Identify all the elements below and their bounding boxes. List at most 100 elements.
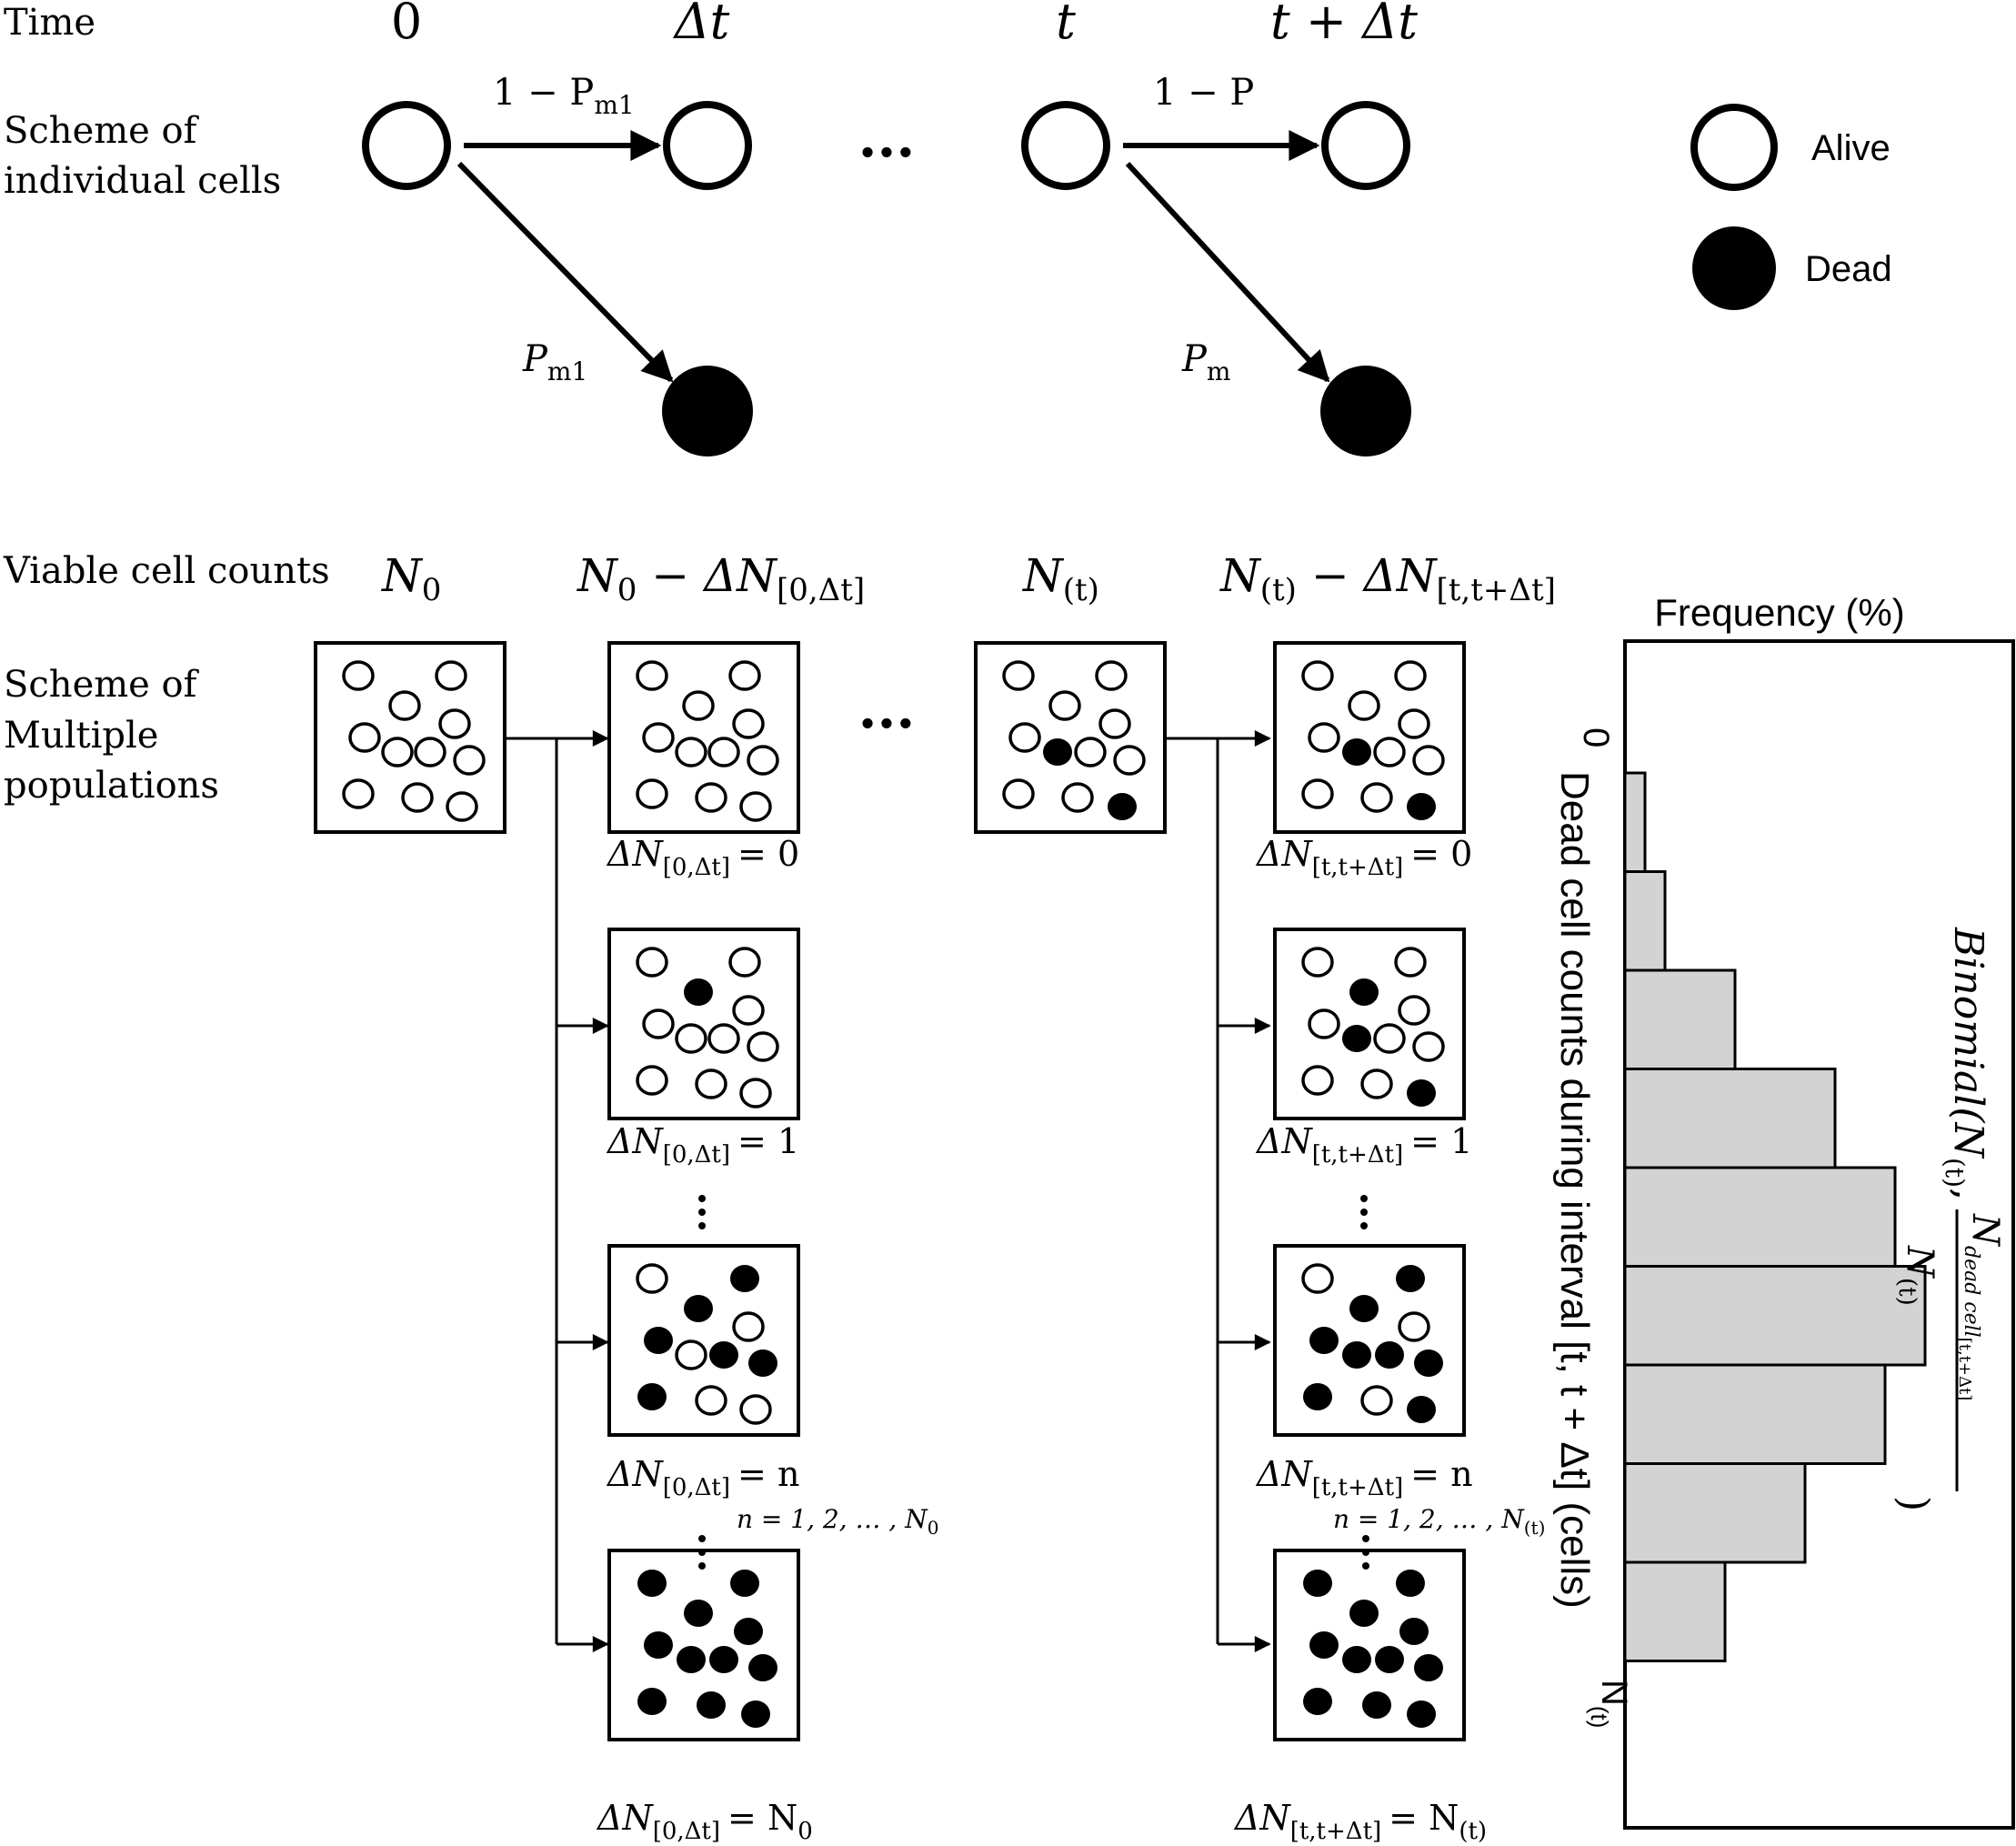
dead-cell <box>644 1631 673 1659</box>
alive-cell <box>1008 722 1041 753</box>
alive-cell <box>1098 708 1131 739</box>
alive-cell <box>1301 1263 1334 1294</box>
alive-cell <box>1398 708 1430 739</box>
dead-cell <box>677 1646 706 1673</box>
dead-cell <box>697 1691 726 1719</box>
dead-cell <box>1342 1025 1371 1052</box>
legend-dead-label: Dead <box>1805 249 1892 289</box>
svg-text:N(t): N(t) <box>1893 1245 1941 1306</box>
alive-cell <box>446 791 478 822</box>
alive-cell <box>636 778 668 809</box>
count-nt-minus-dn: N(t) − ΔN[t,t+Δt] <box>1219 549 1556 608</box>
histogram-bar <box>1623 1560 1727 1662</box>
alive-cell <box>1360 1385 1393 1416</box>
dead-cell <box>684 1600 713 1627</box>
alive-cell-t <box>1021 101 1110 190</box>
dead-cell <box>1375 1646 1404 1673</box>
caption-right-1: ΔN[t,t+Δt]= 1 <box>1255 1121 1472 1169</box>
alive-cell-t0 <box>362 101 451 190</box>
alive-cell-t-plus-dt <box>1321 101 1410 190</box>
dead-cell <box>1303 1688 1332 1715</box>
dead-cell <box>1342 1341 1371 1369</box>
caption-left-n-note: n = 1, 2, … , N0 <box>737 1504 938 1539</box>
histogram-bar <box>1623 1363 1887 1465</box>
alive-cell <box>636 660 668 691</box>
time-point-t-plus-dt: t + Δt <box>1270 0 1418 50</box>
binomial-formula: Binomial(N(t), Ndead cell[t,t+Δt] N(t) ) <box>1891 927 2006 1511</box>
alive-cell <box>381 737 414 767</box>
svg-text:Binomial(N(t),: Binomial(N(t), <box>1940 927 1991 1200</box>
alive-cell <box>695 1385 727 1416</box>
caption-right-n-note: n = 1, 2, … , N(t) <box>1333 1504 1545 1539</box>
dead-cell <box>1407 1079 1436 1107</box>
vertical-dots-right <box>1360 1195 1369 1570</box>
histogram-bar <box>1623 1068 1837 1169</box>
histogram-title: Frequency (%) <box>1654 591 1904 634</box>
alive-cell <box>747 1031 779 1062</box>
alive-cell <box>401 782 434 813</box>
population-boxes <box>314 641 1466 1741</box>
alive-cell <box>1412 745 1445 776</box>
dead-cell <box>1342 738 1371 766</box>
dead-cell <box>1407 793 1436 820</box>
dead-cell <box>1342 1646 1371 1673</box>
alive-cell <box>1301 778 1334 809</box>
alive-cell <box>388 690 421 721</box>
alive-cell <box>1074 737 1107 767</box>
label-survive-1: 1 − Pm1 <box>493 72 635 120</box>
dead-cell <box>1414 1349 1443 1377</box>
caption-right-n: ΔN[t,t+Δt]= n <box>1255 1454 1473 1501</box>
caption-left-n: ΔN[0,Δt]= n <box>606 1454 799 1501</box>
dead-cell <box>1396 1265 1425 1292</box>
label-die-1: Pm1 <box>522 338 587 386</box>
alive-cell <box>1373 737 1406 767</box>
alive-cell <box>728 947 761 978</box>
label-scheme-cells-1: Scheme of <box>4 110 200 152</box>
time-point-0: 0 <box>391 0 422 50</box>
svg-text:): ) <box>1891 1496 1937 1511</box>
dead-cell <box>1407 1396 1436 1423</box>
dead-cell <box>1303 1570 1332 1597</box>
dead-cell <box>1399 1618 1429 1645</box>
label-scheme-cells-2: individual cells <box>4 160 281 202</box>
alive-cell <box>636 1263 668 1294</box>
alive-cell <box>1048 690 1081 721</box>
dead-cell <box>1309 1327 1339 1354</box>
legend-alive-label: Alive <box>1811 128 1891 168</box>
alive-cell <box>732 1311 765 1342</box>
caption-left-last: ΔN[0,Δt]= N0 <box>596 1798 813 1845</box>
alive-cell <box>1360 1068 1393 1099</box>
alive-cell <box>1394 660 1427 691</box>
label-die-2: Pm <box>1181 338 1230 386</box>
alive-cell <box>1301 1065 1334 1096</box>
alive-cell <box>739 1394 772 1425</box>
alive-cell <box>695 782 727 813</box>
dead-cell <box>709 1341 738 1369</box>
dead-cell <box>637 1688 667 1715</box>
histogram: Frequency (%) 0 Dead cell counts during … <box>1552 591 2015 1830</box>
count-n0-minus-dn: N0 − ΔN[0,Δt] <box>577 549 865 608</box>
alive-cell <box>342 778 375 809</box>
arrow-die-1 <box>456 161 674 383</box>
alive-cell <box>636 1065 668 1096</box>
label-scheme-pop-2: Multiple <box>4 715 158 757</box>
alive-cell <box>642 1008 675 1039</box>
alive-cell <box>453 745 486 776</box>
alive-cell <box>348 722 381 753</box>
label-scheme-pop-3: populations <box>4 765 219 807</box>
histogram-axis-start: 0 <box>1576 727 1616 747</box>
alive-cell <box>732 708 765 739</box>
dead-cell <box>1414 1654 1443 1681</box>
alive-cell <box>435 660 467 691</box>
caption-left-0: ΔN[0,Δt]= 0 <box>606 834 799 881</box>
dead-cell <box>1303 1383 1332 1410</box>
legend-alive-icon <box>1690 104 1778 191</box>
alive-cell <box>636 947 668 978</box>
dead-cell <box>1349 978 1379 1006</box>
label-time: Time <box>4 2 95 44</box>
connectors-right <box>1166 730 1271 1652</box>
alive-cell <box>1412 1031 1445 1062</box>
dead-cell <box>1375 1341 1404 1369</box>
alive-cell <box>1398 995 1430 1026</box>
dead-cell <box>1349 1295 1379 1322</box>
